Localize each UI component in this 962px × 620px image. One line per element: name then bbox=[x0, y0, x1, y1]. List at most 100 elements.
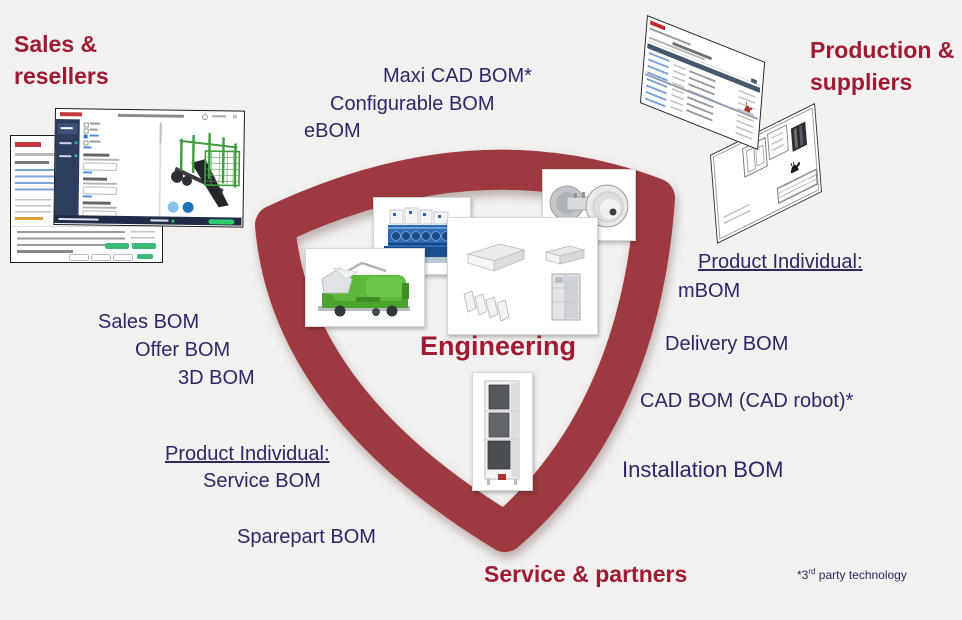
link-bar bbox=[82, 195, 92, 198]
trailer-rail bbox=[179, 139, 238, 149]
trailer-wheel bbox=[171, 170, 184, 183]
secondary-button bbox=[113, 254, 133, 261]
lock-illustration bbox=[549, 184, 629, 228]
green-machine-illustration bbox=[318, 261, 410, 317]
cabinet-slit bbox=[793, 127, 798, 149]
action-button bbox=[132, 243, 156, 249]
checkbox-selected bbox=[83, 134, 88, 138]
field-note-bar bbox=[82, 206, 117, 209]
sidebar-item-label bbox=[60, 127, 73, 130]
trailer-mesh-grid bbox=[204, 151, 240, 186]
input-field bbox=[82, 186, 117, 195]
status-dot bbox=[74, 141, 78, 145]
body-text-lines bbox=[15, 199, 51, 213]
sales-heading-line1: Sales & bbox=[14, 31, 98, 57]
section-heading-bar bbox=[15, 161, 49, 164]
label-maxi-cad-bom: Maxi CAD BOM* bbox=[383, 65, 532, 87]
highlight-bar bbox=[15, 217, 43, 220]
service-partners-heading: Service & partners bbox=[484, 561, 688, 587]
footnote-sup: rd bbox=[808, 567, 816, 576]
search-icon bbox=[201, 114, 208, 120]
label-installation-bom: Installation BOM bbox=[622, 457, 784, 482]
label-mbom: mBOM bbox=[678, 280, 741, 302]
option-label-bar bbox=[89, 140, 101, 143]
red-logo-icon bbox=[59, 112, 82, 116]
bottom-bar-status bbox=[150, 219, 169, 222]
label-offer-bom: Offer BOM bbox=[135, 339, 231, 361]
production-drawing-sheet bbox=[710, 103, 822, 244]
link-bar bbox=[83, 171, 93, 174]
trailer-post bbox=[221, 137, 225, 184]
trailer-drawbar bbox=[191, 159, 229, 208]
label-ebom: eBOM bbox=[304, 120, 361, 142]
configurator-sidebar bbox=[54, 119, 80, 218]
secondary-button bbox=[69, 254, 89, 261]
footnote-star: *3 bbox=[797, 568, 809, 582]
option-label-bar bbox=[89, 128, 98, 131]
sidebar-item-label bbox=[59, 142, 72, 145]
action-button bbox=[105, 243, 129, 249]
robot-icon bbox=[744, 101, 752, 113]
label-product-individual-left: Product Individual: bbox=[165, 443, 330, 465]
tall-cabinet-illustration bbox=[484, 380, 520, 485]
option-label-bar bbox=[89, 122, 100, 125]
configurator-bottom-bar bbox=[54, 215, 242, 226]
footnote-rest: party technology bbox=[815, 568, 907, 582]
viewport-undo-button bbox=[167, 201, 179, 213]
green-machine-photo bbox=[305, 248, 425, 327]
tall-cabinet-photo bbox=[472, 372, 533, 491]
toolbar-text-bar bbox=[211, 115, 226, 118]
checkbox bbox=[83, 122, 89, 127]
checkbox bbox=[83, 128, 89, 133]
label-3d-bom: 3D BOM bbox=[178, 367, 255, 389]
production-heading-line1: Production & bbox=[810, 37, 955, 63]
confirm-button bbox=[137, 254, 153, 259]
label-sparepart-bom: Sparepart BOM bbox=[237, 526, 376, 548]
corner-tab bbox=[751, 78, 757, 85]
link-text-lines bbox=[15, 169, 57, 195]
secondary-button bbox=[91, 254, 111, 261]
tree-link-lines bbox=[645, 51, 670, 108]
trailer-mesh-frame bbox=[204, 150, 241, 187]
component-lines bbox=[771, 131, 784, 153]
trailer-post bbox=[207, 133, 211, 180]
table-row-lines bbox=[17, 231, 125, 247]
label-service-bom: Service BOM bbox=[203, 470, 321, 492]
window-title-bar bbox=[117, 113, 184, 118]
production-heading-line2: suppliers bbox=[810, 69, 913, 95]
engineering-heading: Engineering bbox=[420, 331, 577, 361]
trailer-3d-viewport bbox=[171, 133, 241, 208]
sales-heading-line2: resellers bbox=[14, 63, 109, 89]
robot-icon bbox=[790, 161, 801, 174]
field-note-bar bbox=[82, 182, 117, 185]
trailer-post bbox=[191, 134, 195, 173]
trailer-post bbox=[233, 143, 237, 188]
apply-button bbox=[208, 218, 235, 225]
more-link-bar bbox=[83, 146, 92, 149]
cabinet-slit bbox=[799, 125, 804, 146]
total-label-bar bbox=[17, 250, 73, 253]
field-note-bar bbox=[83, 158, 120, 161]
production-suppliers-heading: Production & suppliers bbox=[810, 34, 954, 98]
field-label-bar bbox=[82, 201, 111, 205]
status-dot bbox=[74, 154, 78, 158]
table-col-lines bbox=[686, 70, 716, 125]
divider bbox=[11, 226, 160, 227]
trailer-wheel bbox=[181, 175, 192, 186]
label-sales-bom: Sales BOM bbox=[98, 311, 200, 333]
production-bom-screen bbox=[639, 15, 766, 150]
menu-icon bbox=[232, 114, 237, 119]
label-product-individual-right: Product Individual: bbox=[698, 251, 863, 273]
enclosures-photo bbox=[447, 217, 598, 335]
label-configurable-bom: Configurable BOM bbox=[330, 93, 495, 115]
bottom-bar-text bbox=[58, 218, 99, 221]
field-label-bar bbox=[82, 177, 108, 181]
checkbox bbox=[83, 140, 89, 145]
field-label-bar bbox=[83, 153, 110, 157]
input-field bbox=[83, 162, 118, 171]
viewport-redo-button bbox=[182, 201, 194, 213]
label-delivery-bom: Delivery BOM bbox=[665, 333, 789, 355]
sales-configurator-window bbox=[53, 108, 245, 228]
